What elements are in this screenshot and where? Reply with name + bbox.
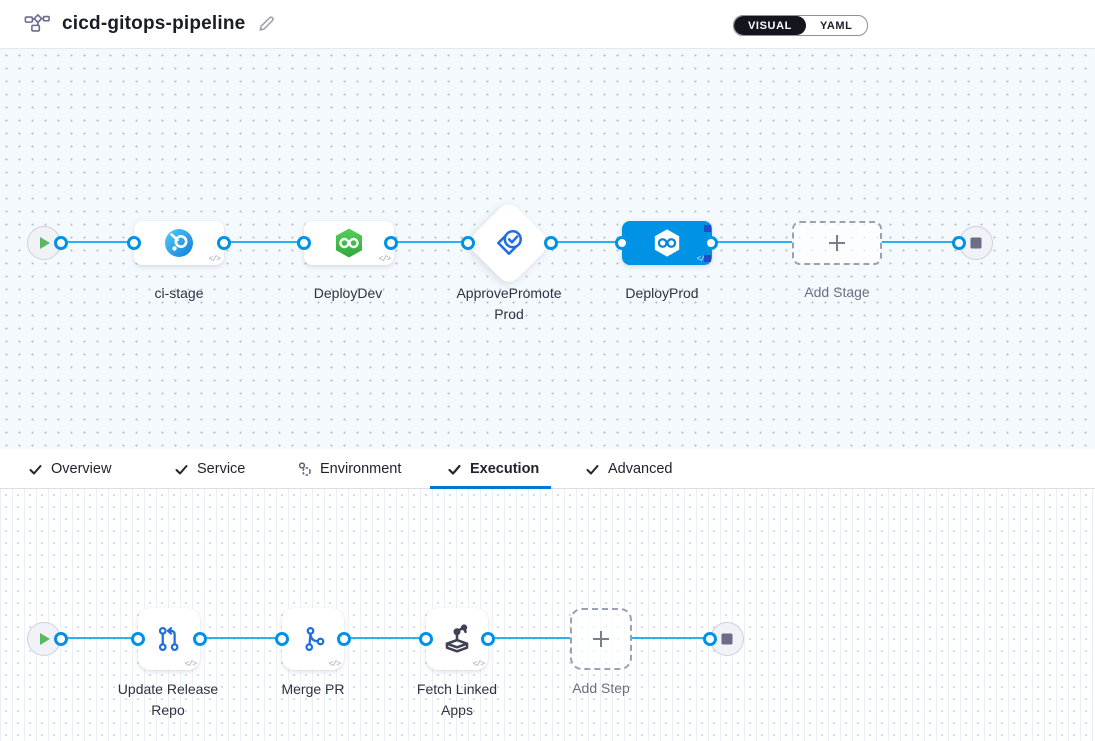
template-code-icon: </> — [328, 660, 341, 669]
stage-node-deployprod[interactable]: </> — [622, 221, 712, 265]
port[interactable] — [615, 236, 629, 250]
port[interactable] — [419, 632, 433, 646]
check-icon — [29, 464, 42, 474]
edge — [632, 637, 710, 639]
port[interactable] — [54, 236, 68, 250]
edge — [551, 241, 622, 243]
cd-stage-icon — [336, 228, 362, 258]
toggle-yaml[interactable]: YAML — [819, 19, 853, 32]
tab-advanced[interactable]: Advanced — [585, 449, 673, 489]
port[interactable] — [703, 632, 717, 646]
template-code-icon: </> — [184, 660, 197, 669]
stage-node-deploydev[interactable]: </> — [304, 221, 394, 265]
incomplete-section-icon — [298, 462, 311, 476]
stage-canvas[interactable]: </> </> — [0, 49, 1095, 449]
stage-config-tabs: Overview Service Environment Execution A… — [0, 449, 1095, 489]
tab-label: Advanced — [608, 461, 673, 477]
stop-icon — [721, 633, 733, 645]
toggle-visual[interactable]: VISUAL — [734, 16, 806, 35]
add-stage-button[interactable] — [792, 221, 882, 265]
check-icon — [175, 464, 188, 474]
header: cicd-gitops-pipeline VISUAL YAML — [0, 0, 1095, 49]
edge — [200, 637, 282, 639]
stage-label[interactable]: ci-stage — [154, 285, 204, 301]
selection-handle[interactable] — [704, 225, 711, 232]
fetch-linked-apps-icon — [445, 624, 469, 653]
port[interactable] — [481, 632, 495, 646]
step-label[interactable]: Fetch Linked Apps — [416, 681, 498, 718]
edge — [881, 241, 959, 243]
tab-service[interactable]: Service — [174, 449, 245, 489]
template-code-icon: </> — [378, 255, 391, 264]
add-step-button[interactable] — [570, 608, 632, 670]
plus-icon — [593, 631, 609, 647]
tab-environment[interactable]: Environment — [297, 449, 401, 489]
port[interactable] — [217, 236, 231, 250]
port[interactable] — [275, 632, 289, 646]
port[interactable] — [952, 236, 966, 250]
cd-stage-icon-selected — [654, 229, 680, 257]
edge — [344, 637, 426, 639]
template-code-icon: </> — [696, 255, 709, 264]
step-label[interactable]: Merge PR — [281, 681, 345, 697]
port[interactable] — [461, 236, 475, 250]
tab-execution[interactable]: Execution — [447, 449, 539, 489]
port[interactable] — [337, 632, 351, 646]
play-icon — [39, 237, 50, 249]
edit-pencil-icon[interactable] — [257, 15, 275, 33]
stage-label[interactable]: DeployProd — [625, 285, 699, 301]
port[interactable] — [384, 236, 398, 250]
edge — [391, 241, 468, 243]
template-code-icon: </> — [472, 660, 485, 669]
plus-icon — [829, 235, 845, 251]
merge-pr-icon — [305, 626, 325, 651]
edge — [61, 241, 134, 243]
stage-node-approvepromoteprod[interactable] — [465, 199, 553, 287]
stage-node-ci-stage[interactable]: </> — [134, 221, 224, 265]
check-icon — [448, 464, 461, 475]
edge — [488, 637, 570, 639]
active-tab-underline — [430, 486, 551, 489]
pipeline-icon — [24, 13, 50, 32]
edge — [61, 637, 138, 639]
stop-icon — [970, 237, 982, 249]
port[interactable] — [131, 632, 145, 646]
port[interactable] — [297, 236, 311, 250]
port[interactable] — [193, 632, 207, 646]
execution-canvas[interactable]: </> </> </> — [0, 489, 1095, 741]
play-icon — [39, 633, 50, 645]
stage-label[interactable]: ApprovePromoteProd — [456, 285, 562, 322]
step-label[interactable]: Update Release Repo — [117, 681, 219, 718]
add-stage-label[interactable]: Add Stage — [804, 284, 870, 300]
stage-label[interactable]: DeployDev — [313, 285, 383, 301]
tab-label: Environment — [320, 461, 402, 477]
approval-stage-icon — [497, 230, 522, 255]
tab-overview[interactable]: Overview — [28, 449, 111, 489]
template-code-icon: </> — [208, 255, 221, 264]
tab-label: Overview — [51, 461, 112, 477]
selection-handle[interactable] — [704, 255, 711, 262]
step-node-fetch-linked-apps[interactable]: </> — [426, 608, 488, 670]
edge — [224, 241, 304, 243]
edge — [711, 241, 792, 243]
port[interactable] — [704, 236, 718, 250]
tab-label: Service — [197, 461, 246, 477]
step-node-update-release-repo[interactable]: </> — [138, 608, 200, 670]
update-release-repo-icon — [158, 626, 179, 651]
step-node-merge-pr[interactable]: </> — [282, 608, 344, 670]
view-mode-toggle: VISUAL YAML — [733, 15, 868, 36]
port[interactable] — [544, 236, 558, 250]
check-icon — [586, 464, 599, 474]
ci-stage-icon — [165, 229, 193, 257]
page-title: cicd-gitops-pipeline — [62, 13, 246, 34]
add-step-label[interactable]: Add Step — [572, 680, 630, 696]
tab-label: Execution — [470, 461, 540, 477]
port[interactable] — [54, 632, 68, 646]
port[interactable] — [127, 236, 141, 250]
